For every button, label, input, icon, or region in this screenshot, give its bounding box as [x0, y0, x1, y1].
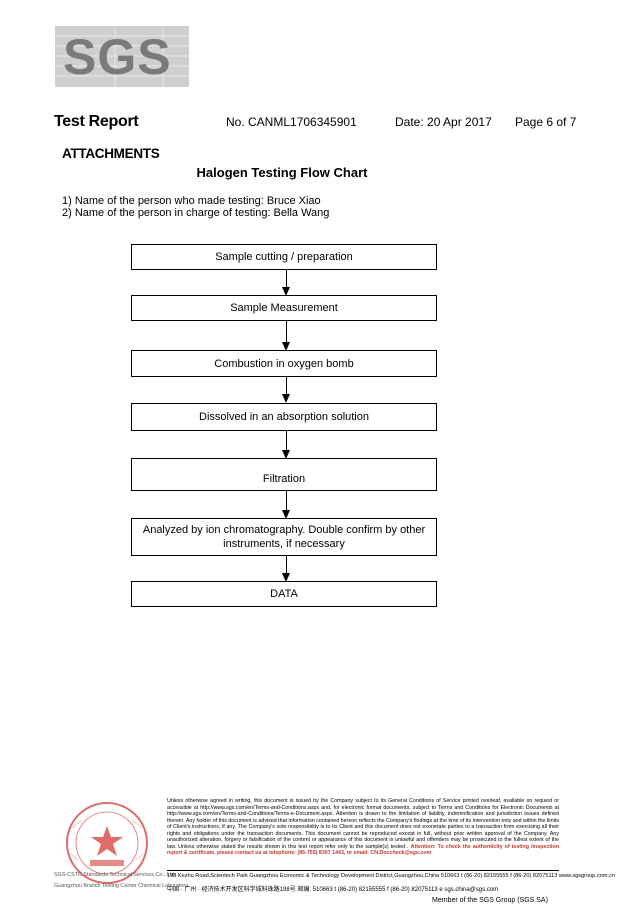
step-label: Sample cutting / preparation — [215, 251, 353, 263]
tester-name: 1) Name of the person who made testing: … — [62, 195, 321, 207]
logo-stripes — [55, 26, 189, 87]
step-sample-measurement: Sample Measurement — [131, 295, 437, 321]
flow-arrow — [282, 431, 291, 459]
section-heading: ATTACHMENTS — [62, 146, 160, 161]
step-absorption: Dissolved in an absorption solution — [131, 403, 437, 431]
step-label: DATA — [270, 588, 298, 600]
flow-arrow — [282, 270, 291, 296]
footer-divider — [167, 870, 559, 871]
report-number: No. CANML1706345901 — [226, 115, 357, 129]
logo-text: SGS — [63, 29, 172, 85]
step-data: DATA — [131, 581, 437, 607]
supervisor-name: 2) Name of the person in charge of testi… — [62, 207, 330, 219]
seal-branch-name: Guangzhou Branch Testing Center Chemical… — [54, 883, 188, 889]
step-label: Combustion in oxygen bomb — [214, 357, 354, 370]
step-label: Dissolved in an absorption solution — [199, 411, 369, 423]
step-combustion: Combustion in oxygen bomb — [131, 350, 437, 377]
page-number: Page 6 of 7 — [515, 115, 577, 129]
step-label: Sample Measurement — [230, 302, 338, 314]
address-chinese: 中国 · 广州 · 经济技术开发区科学城科珠路198号 邮编: 510663 t… — [167, 887, 499, 893]
flow-chart-title: Halogen Testing Flow Chart — [0, 165, 640, 180]
disclaimer-text: Unless otherwise agreed in writing, this… — [167, 798, 559, 850]
flow-chart-title-text: Halogen Testing Flow Chart — [196, 165, 368, 180]
step-sample-cutting: Sample cutting / preparation — [131, 244, 437, 270]
company-seal — [66, 802, 148, 884]
footer-disclaimer: Unless otherwise agreed in writing, this… — [167, 798, 559, 857]
flow-arrow — [282, 321, 291, 351]
step-ion-chromatography: Analyzed by ion chromatography. Double c… — [131, 518, 437, 556]
step-label: Analyzed by ion chromatography. Double c… — [142, 524, 426, 550]
sgs-logo: SGS — [55, 26, 189, 87]
address-english: 198 Kezhu Road,Scientech Park Guangzhou … — [167, 873, 615, 879]
flow-arrow — [282, 556, 291, 582]
flow-arrow — [282, 491, 291, 519]
flow-arrow — [282, 377, 291, 403]
authenticity-notice: Attention: To check the authenticity of … — [167, 843, 559, 857]
report-title: Test Report — [54, 113, 139, 130]
step-label: Filtration — [262, 473, 306, 485]
step-filtration: Filtration — [131, 458, 437, 491]
seal-company-name: SGS-CSTC Standards Technical Services Co… — [54, 872, 176, 878]
report-date: Date: 20 Apr 2017 — [395, 115, 492, 129]
group-membership: Member of the SGS Group (SGS SA) — [432, 897, 548, 904]
